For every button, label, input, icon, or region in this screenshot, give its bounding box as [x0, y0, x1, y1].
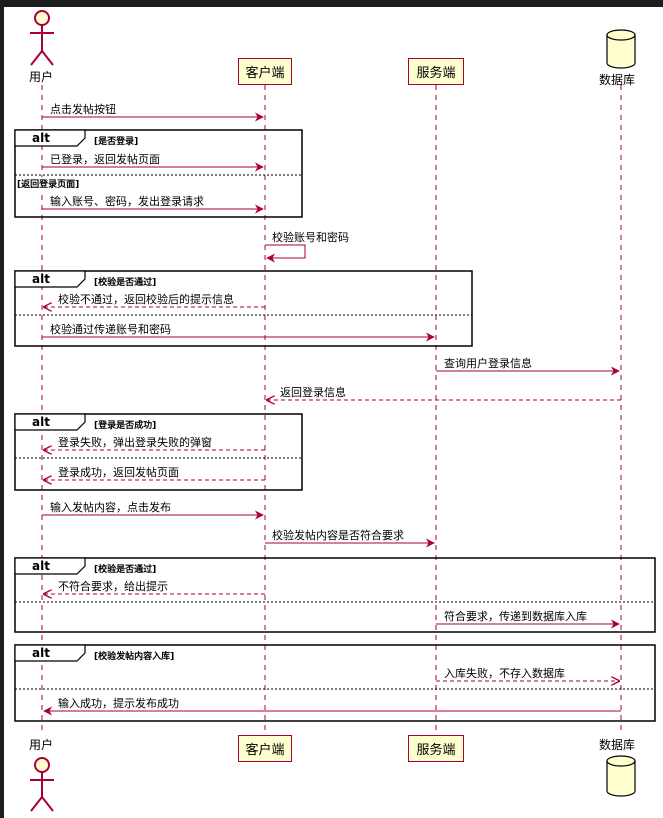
message-label-2: 已登录，返回发帖页面 [50, 153, 160, 166]
alt-frame-1 [14, 129, 303, 218]
alt-tab-4 [14, 557, 86, 575]
message-arrow-4 [265, 244, 306, 263]
alt-label-1: alt [32, 131, 50, 145]
alt-label-3: alt [32, 415, 50, 429]
message-label-3: 输入账号、密码，发出登录请求 [50, 195, 204, 208]
alt-label-2: alt [32, 272, 50, 286]
alt-label-5: alt [32, 646, 50, 660]
alt-condition-1: [是否登录] [94, 137, 139, 147]
message-label-12: 校验发帖内容是否符合要求 [272, 529, 404, 542]
sequence-diagram: 用户 客户端 服务端 数据库 用户 客户端 服务端 数据库 alt [是否登录]… [4, 7, 663, 818]
participant-user-label-bottom: 用户 [29, 738, 54, 752]
message-label-15: 入库失败，不存入数据库 [444, 667, 565, 680]
message-label-5: 校验不通过，返回校验后的提示信息 [58, 293, 234, 306]
message-label-10: 登录成功，返回发帖页面 [58, 466, 179, 479]
alt-label-4: alt [32, 559, 50, 573]
alt-frame-5 [14, 644, 656, 722]
participant-database-label: 数据库 [599, 73, 636, 87]
message-label-9: 登录失败，弹出登录失败的弹窗 [58, 436, 212, 449]
alt-condition-2: [校验是否通过] [94, 278, 157, 288]
message-label-8: 返回登录信息 [280, 386, 346, 399]
user-actor-icon-bottom [30, 757, 54, 812]
alt-frame-3 [14, 413, 303, 491]
alt-frame-4 [14, 557, 656, 633]
message-label-4: 校验账号和密码 [272, 231, 349, 244]
participant-client-box: 客户端 [238, 58, 292, 85]
message-label-1: 点击发帖按钮 [50, 103, 116, 116]
alt-condition-4: [校验是否通过] [94, 565, 157, 575]
participant-database-label-bottom: 数据库 [599, 738, 636, 752]
else-condition-1: [返回登录页面] [17, 177, 80, 190]
participant-server-box: 服务端 [408, 58, 464, 85]
participant-server-box-bottom: 服务端 [408, 735, 464, 762]
alt-frame-2 [14, 270, 473, 347]
message-label-16: 输入成功，提示发布成功 [58, 697, 179, 710]
message-label-7: 查询用户登录信息 [444, 357, 532, 370]
alt-tab-3 [14, 413, 86, 431]
diagram-svg [14, 10, 656, 812]
participant-client-box-bottom: 客户端 [238, 735, 292, 762]
alt-tab-5 [14, 644, 86, 662]
alt-condition-5: [校验发帖内容入库] [94, 652, 175, 662]
message-label-6: 校验通过传递账号和密码 [50, 323, 171, 336]
message-label-13: 不符合要求，给出提示 [58, 580, 168, 593]
alt-tab-1 [14, 129, 86, 147]
participant-user-label: 用户 [29, 70, 54, 84]
alt-tab-2 [14, 270, 86, 288]
alt-condition-3: [登录是否成功] [94, 421, 157, 431]
database-icon-bottom [606, 755, 636, 797]
database-icon [606, 29, 636, 69]
user-actor-icon [30, 10, 54, 66]
message-label-11: 输入发帖内容，点击发布 [50, 501, 171, 514]
message-label-14: 符合要求，传递到数据库入库 [444, 610, 587, 623]
